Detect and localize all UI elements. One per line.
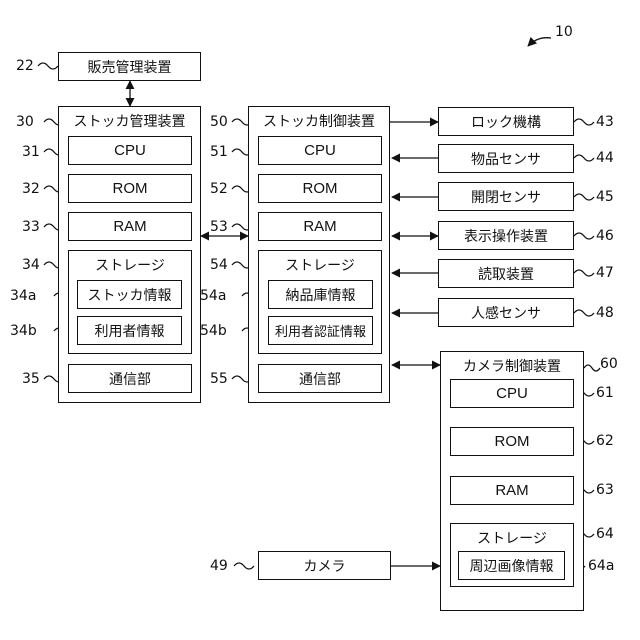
lock-mechanism: ロック機構 — [438, 107, 574, 136]
ref-54b: 54b — [200, 323, 227, 339]
camera-control-title: カメラ制御装置 — [441, 356, 583, 376]
stocker-management-title: ストッカ管理装置 — [59, 111, 200, 131]
ref-62: 62 — [596, 433, 614, 449]
ref-35: 35 — [22, 371, 40, 387]
lock-mechanism-label: ロック機構 — [471, 112, 541, 132]
user-auth-info-label: 利用者認証情報 — [275, 321, 366, 340]
figure-ref-arrow — [528, 38, 551, 46]
human-sensor-label: 人感センサ — [471, 303, 541, 323]
reader-device: 読取装置 — [438, 259, 574, 288]
ref-49: 49 — [210, 558, 228, 574]
sales-management-label: 販売管理装置 — [88, 57, 172, 77]
ref-54a: 54a — [200, 288, 226, 304]
ctrl-cpu: CPU — [258, 136, 382, 165]
camera-storage-title: ストレージ — [451, 528, 573, 548]
mgmt-rom-label: ROM — [113, 180, 148, 197]
ref-64a: 64a — [588, 558, 614, 574]
ref-34a: 34a — [10, 288, 36, 304]
user-auth-info: 利用者認証情報 — [268, 316, 373, 345]
stocker-control-title: ストッカ制御装置 — [249, 111, 389, 131]
open-close-sensor: 開閉センサ — [438, 182, 574, 211]
ref-60: 60 — [600, 356, 618, 372]
ref-63: 63 — [596, 482, 614, 498]
user-info-label: 利用者情報 — [95, 321, 165, 341]
ref-43: 43 — [596, 114, 614, 130]
ref-48: 48 — [596, 305, 614, 321]
sales-management-device: 販売管理装置 — [58, 52, 201, 81]
reader-device-label: 読取装置 — [478, 264, 534, 284]
camera-cpu-label: CPU — [496, 385, 528, 402]
stocker-info: ストッカ情報 — [77, 280, 182, 309]
ctrl-rom-label: ROM — [303, 180, 338, 197]
mgmt-comm-unit: 通信部 — [68, 364, 192, 393]
delivery-box-info: 納品庫情報 — [268, 280, 373, 309]
user-info: 利用者情報 — [77, 316, 182, 345]
mgmt-ram: RAM — [68, 212, 192, 241]
ctrl-comm-unit: 通信部 — [258, 364, 382, 393]
ctrl-comm-label: 通信部 — [299, 369, 341, 389]
mgmt-cpu-label: CPU — [114, 142, 146, 159]
ref-50: 50 — [210, 114, 228, 130]
mgmt-rom: ROM — [68, 174, 192, 203]
ref-32: 32 — [22, 181, 40, 197]
ctrl-ram-label: RAM — [303, 218, 336, 235]
figure-ref-number: 10 — [555, 24, 573, 40]
ref-44: 44 — [596, 150, 614, 166]
camera-ram: RAM — [450, 476, 574, 505]
camera-cpu: CPU — [450, 379, 574, 408]
ref-33: 33 — [22, 219, 40, 235]
surrounding-image-info-label: 周辺画像情報 — [470, 556, 554, 576]
camera-rom: ROM — [450, 427, 574, 456]
display-operation-label: 表示操作装置 — [464, 226, 548, 246]
mgmt-cpu: CPU — [68, 136, 192, 165]
mgmt-comm-label: 通信部 — [109, 369, 151, 389]
ref-30: 30 — [16, 114, 34, 130]
ref-64: 64 — [596, 526, 614, 542]
mgmt-storage-title: ストレージ — [69, 255, 191, 275]
ctrl-cpu-label: CPU — [304, 142, 336, 159]
ref-46: 46 — [596, 228, 614, 244]
open-close-sensor-label: 開閉センサ — [471, 187, 541, 207]
ref-22: 22 — [16, 58, 34, 74]
camera: カメラ — [258, 551, 391, 580]
ref-47: 47 — [596, 265, 614, 281]
ref-54: 54 — [210, 257, 228, 273]
ref-52: 52 — [210, 181, 228, 197]
ref-51: 51 — [210, 144, 228, 160]
item-sensor: 物品センサ — [438, 144, 574, 173]
item-sensor-label: 物品センサ — [471, 149, 541, 169]
ref-34b: 34b — [10, 323, 37, 339]
display-operation-device: 表示操作装置 — [438, 221, 574, 250]
stocker-info-label: ストッカ情報 — [88, 285, 172, 305]
ref-45: 45 — [596, 189, 614, 205]
ctrl-rom: ROM — [258, 174, 382, 203]
camera-label: カメラ — [304, 556, 346, 576]
ctrl-storage-title: ストレージ — [259, 255, 381, 275]
ref-31: 31 — [22, 144, 40, 160]
camera-rom-label: ROM — [495, 433, 530, 450]
ref-34: 34 — [22, 257, 40, 273]
delivery-box-info-label: 納品庫情報 — [286, 285, 356, 305]
human-sensor: 人感センサ — [438, 298, 574, 327]
ctrl-ram: RAM — [258, 212, 382, 241]
ref-53: 53 — [210, 219, 228, 235]
ref-55: 55 — [210, 371, 228, 387]
mgmt-ram-label: RAM — [113, 218, 146, 235]
camera-ram-label: RAM — [495, 482, 528, 499]
surrounding-image-info: 周辺画像情報 — [458, 551, 565, 580]
ref-61: 61 — [596, 385, 614, 401]
